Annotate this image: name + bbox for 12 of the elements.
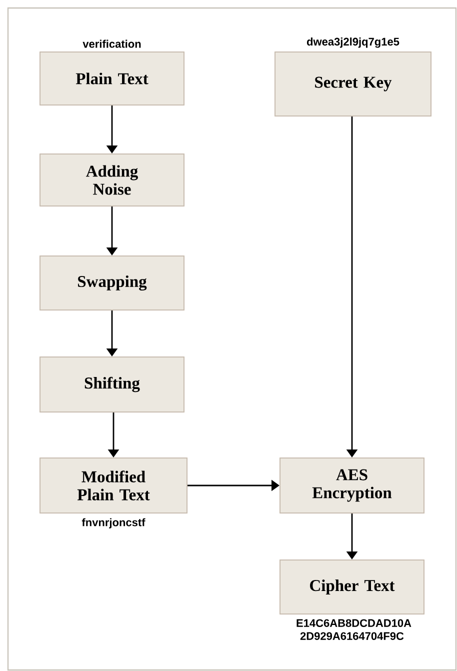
caption-text: verification (82, 40, 141, 48)
process-box: Shifting (40, 356, 184, 412)
process-box: Plain Text (40, 52, 184, 106)
caption-text: E14C6AB8DCDAD10A 2D929A6164704F9C (296, 619, 412, 640)
process-box: Adding Noise (40, 154, 184, 206)
process-box: Secret Key (274, 52, 432, 116)
process-box: Cipher Text (280, 560, 424, 614)
process-box: Swapping (40, 256, 184, 310)
process-box: AES Encryption (280, 458, 424, 514)
caption-text: fnvnrjoncstf (82, 518, 146, 528)
caption-text: dwea3j2l9jq7g1e5 (306, 38, 400, 48)
process-box: Modified Plain Text (40, 458, 188, 514)
